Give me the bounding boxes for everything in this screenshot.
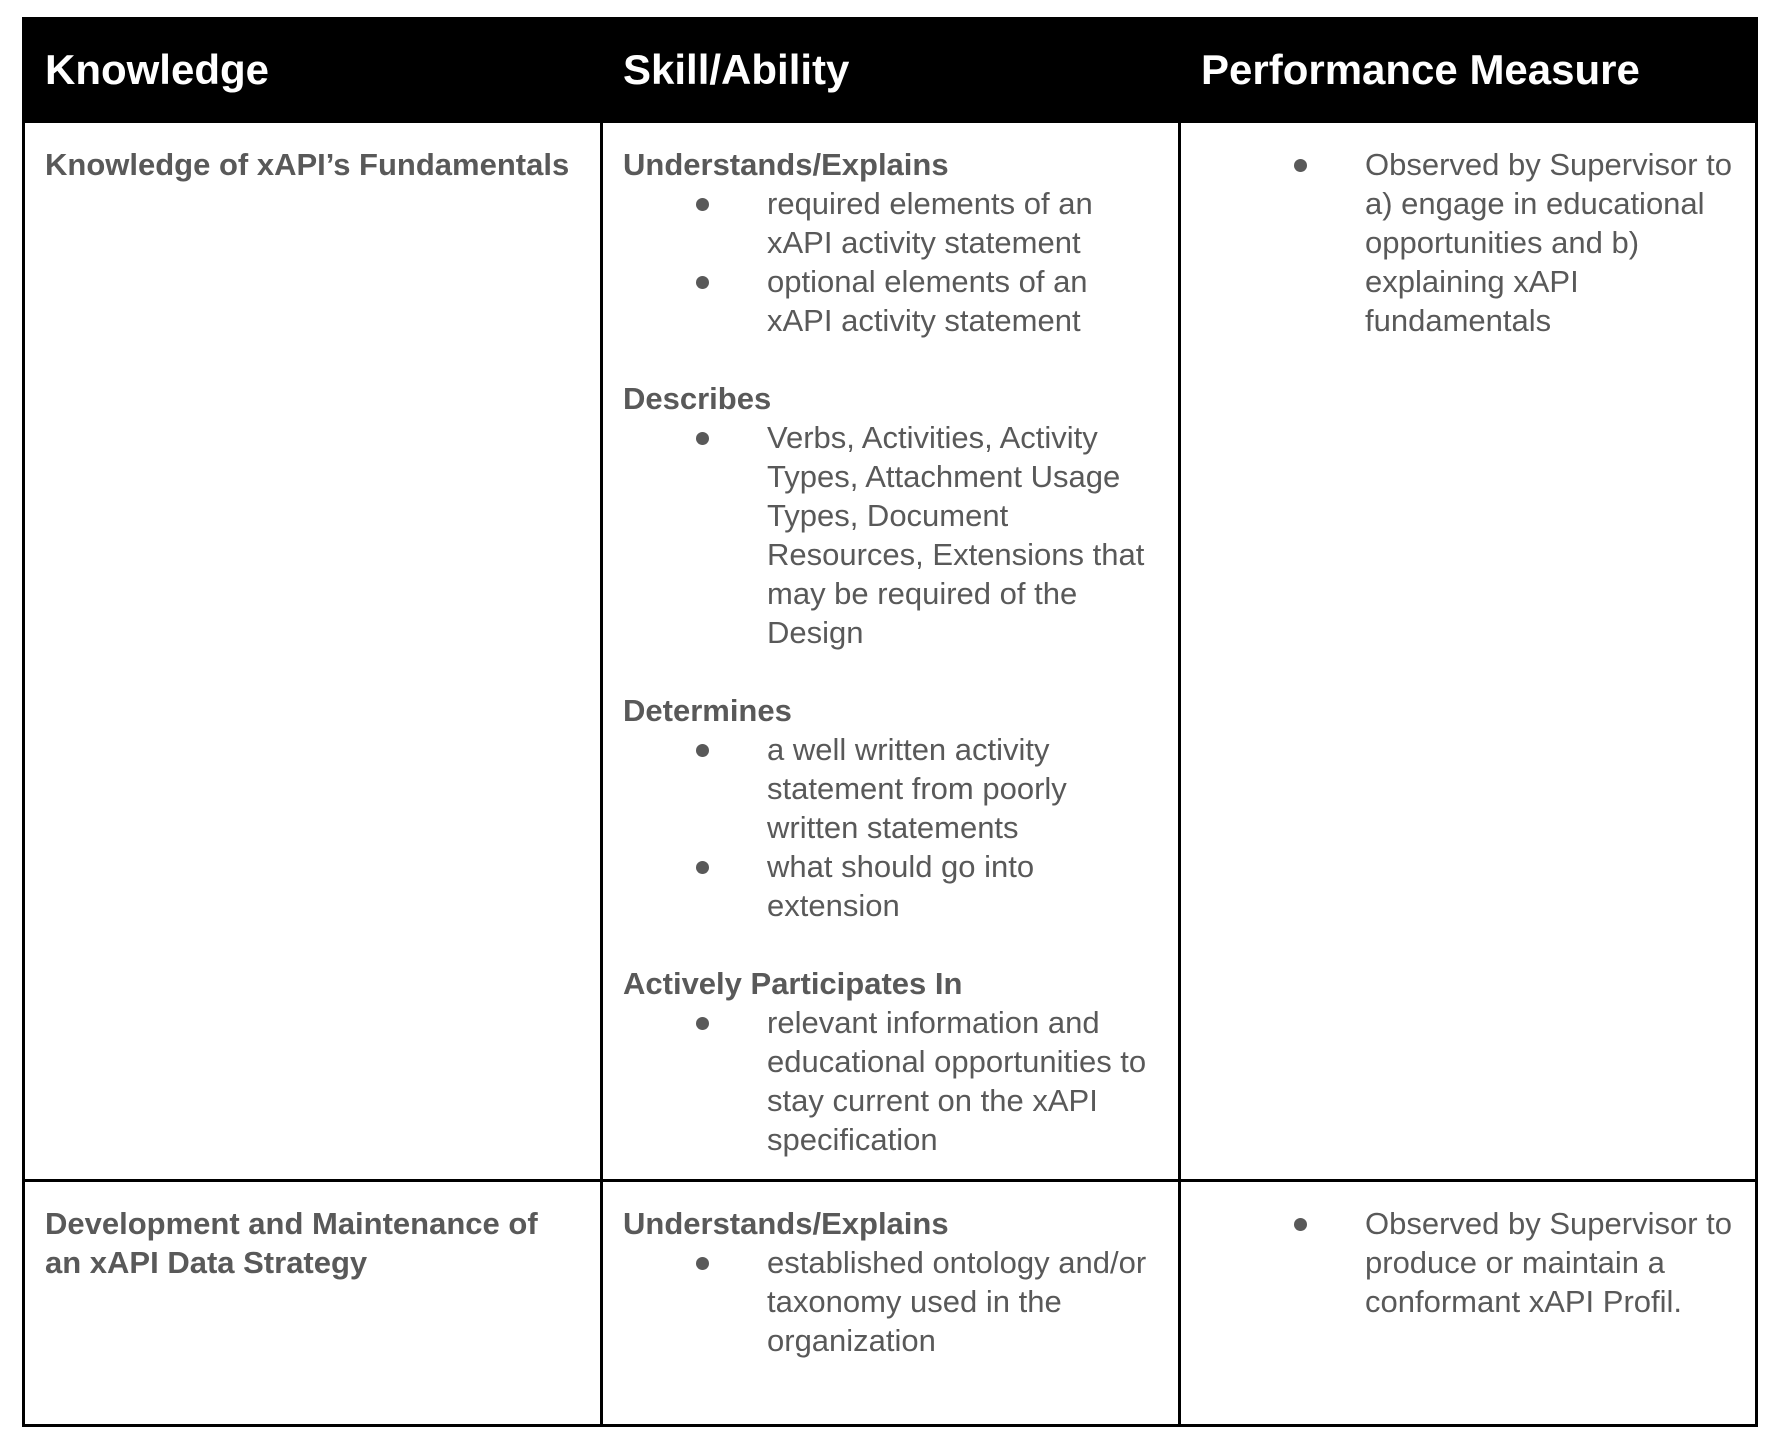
skill-group-title: Actively Participates In — [623, 966, 963, 1001]
knowledge-title: Development and Maintenance of an xAPI D… — [45, 1206, 538, 1280]
skill-group-title: Understands/Explains — [623, 1206, 949, 1241]
list-item-text: a well written activity statement from p… — [767, 732, 1067, 845]
skill-list: relevant information and educational opp… — [623, 1003, 1158, 1159]
bullet-icon — [696, 1257, 709, 1270]
list-item: a well written activity statement from p… — [623, 730, 1158, 847]
skill-list: Verbs, Activities, Activity Types, Attac… — [623, 418, 1158, 652]
skill-group: Understands/Explains required elements o… — [623, 145, 1158, 340]
skill-group: Determines a well written activity state… — [623, 691, 1158, 925]
knowledge-title: Knowledge of xAPI’s Fundamentals — [45, 147, 570, 182]
list-item: optional elements of an xAPI activity st… — [623, 262, 1158, 340]
list-item: relevant information and educational opp… — [623, 1003, 1158, 1159]
performance-cell: Observed by Supervisor to produce or mai… — [1178, 1179, 1758, 1427]
list-item: Observed by Supervisor to a) engage in e… — [1201, 145, 1735, 340]
bullet-icon — [696, 276, 709, 289]
bullet-icon — [696, 1017, 709, 1030]
list-item-text: Observed by Supervisor to produce or mai… — [1365, 1206, 1733, 1319]
header-row: Knowledge Skill/Ability Performance Meas… — [22, 17, 1758, 123]
list-item-text: what should go into extension — [767, 849, 1035, 923]
list-item-text: Verbs, Activities, Activity Types, Attac… — [767, 420, 1145, 650]
performance-cell: Observed by Supervisor to a) engage in e… — [1178, 120, 1758, 1182]
list-item-text: established ontology and/or taxonomy use… — [767, 1245, 1147, 1358]
skill-list: required elements of an xAPI activity st… — [623, 184, 1158, 340]
skill-group: Actively Participates In relevant inform… — [623, 964, 1158, 1159]
performance-list: Observed by Supervisor to produce or mai… — [1201, 1204, 1735, 1321]
list-item: Verbs, Activities, Activity Types, Attac… — [623, 418, 1158, 652]
skill-list: established ontology and/or taxonomy use… — [623, 1243, 1158, 1360]
table-row: Development and Maintenance of an xAPI D… — [22, 1179, 1758, 1427]
list-item: what should go into extension — [623, 847, 1158, 925]
list-item: Observed by Supervisor to produce or mai… — [1201, 1204, 1735, 1321]
list-item-text: optional elements of an xAPI activity st… — [767, 264, 1088, 338]
bullet-icon — [1294, 159, 1307, 172]
list-item-text: required elements of an xAPI activity st… — [767, 186, 1093, 260]
knowledge-cell: Knowledge of xAPI’s Fundamentals — [22, 120, 603, 1182]
skill-group-title: Determines — [623, 693, 792, 728]
bullet-icon — [696, 744, 709, 757]
list-item-text: Observed by Supervisor to a) engage in e… — [1365, 147, 1733, 338]
list-item-text: relevant information and educational opp… — [767, 1005, 1147, 1157]
table-row: Knowledge of xAPI’s Fundamentals Underst… — [22, 120, 1758, 1182]
competency-table: Knowledge Skill/Ability Performance Meas… — [22, 17, 1758, 1427]
list-item: required elements of an xAPI activity st… — [623, 184, 1158, 262]
header-knowledge: Knowledge — [22, 17, 603, 123]
performance-list: Observed by Supervisor to a) engage in e… — [1201, 145, 1735, 340]
list-item: established ontology and/or taxonomy use… — [623, 1243, 1158, 1360]
skill-cell: Understands/Explains required elements o… — [600, 120, 1181, 1182]
skill-group-title: Understands/Explains — [623, 147, 949, 182]
bullet-icon — [696, 861, 709, 874]
skill-list: a well written activity statement from p… — [623, 730, 1158, 925]
skill-group: Understands/Explains established ontolog… — [623, 1204, 1158, 1360]
skill-group: Describes Verbs, Activities, Activity Ty… — [623, 379, 1158, 652]
bullet-icon — [1294, 1218, 1307, 1231]
skill-group-title: Describes — [623, 381, 772, 416]
knowledge-cell: Development and Maintenance of an xAPI D… — [22, 1179, 603, 1427]
header-performance-measure: Performance Measure — [1178, 17, 1758, 123]
bullet-icon — [696, 198, 709, 211]
skill-cell: Understands/Explains established ontolog… — [600, 1179, 1181, 1427]
header-skill-ability: Skill/Ability — [600, 17, 1181, 123]
bullet-icon — [696, 432, 709, 445]
